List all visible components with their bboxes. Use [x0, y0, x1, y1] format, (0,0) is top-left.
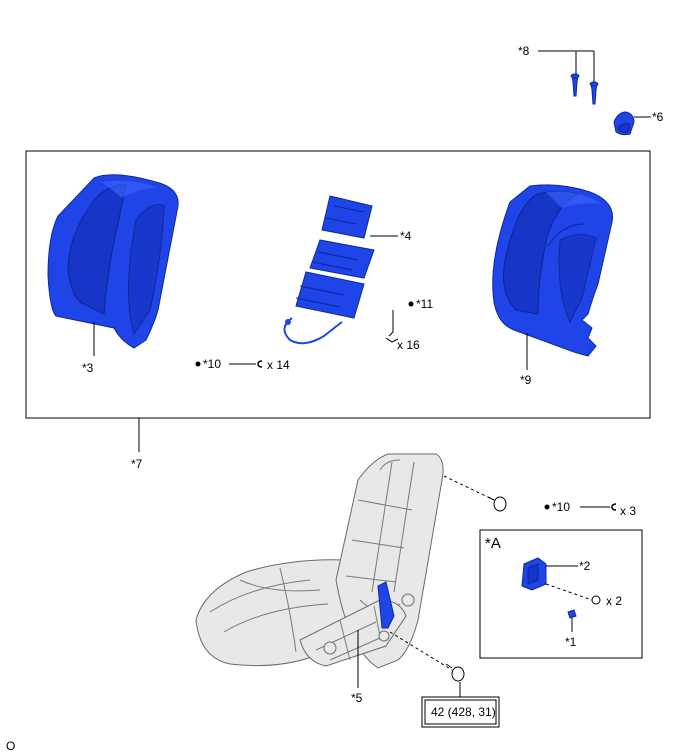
label-p9: *9 — [520, 373, 532, 387]
clip-icon-2 — [611, 503, 617, 511]
clip-dot — [195, 361, 201, 367]
label-p7: *7 — [131, 457, 143, 471]
inset-screw — [591, 595, 601, 605]
torque-value: 42 (428, 31) — [431, 705, 496, 719]
inset-small-part — [567, 609, 577, 619]
clip-icon — [257, 360, 263, 368]
label-p5: *5 — [351, 691, 363, 705]
qty-hog-rings: x 16 — [397, 338, 420, 352]
inset-bracket-part — [521, 557, 547, 591]
seatback-pad — [492, 184, 614, 357]
qty-screws: x 2 — [606, 594, 622, 608]
inset-label: *A — [485, 535, 501, 552]
upper-bolt — [487, 496, 507, 512]
label-p10b: *10 — [552, 500, 570, 514]
label-p3: *3 — [82, 361, 94, 375]
qty-clips-14: x 14 — [267, 358, 290, 372]
qty-clips-3: x 3 — [620, 504, 636, 518]
label-p11: *11 — [416, 297, 433, 311]
cover-part — [613, 111, 635, 136]
label-p10a: *10 — [203, 357, 221, 371]
hog-ring-symbol — [385, 310, 399, 343]
hog-ring-dot — [408, 301, 414, 307]
dashed-leader-lower-bolt — [389, 631, 453, 671]
dashed-leader-upper-bolt — [443, 475, 495, 501]
label-p6: *6 — [652, 110, 664, 124]
inset-box — [479, 529, 643, 659]
seat-heater — [283, 195, 375, 345]
seat-frame-assembly — [195, 453, 444, 669]
lower-bolt — [445, 663, 465, 682]
inset-dashed-screw — [545, 583, 593, 601]
headrest-support-pins — [570, 73, 599, 105]
leader-p8 — [538, 50, 595, 82]
label-p4: *4 — [400, 229, 412, 243]
label-p2: *2 — [579, 559, 591, 573]
clip-dot-2 — [544, 504, 550, 510]
seatback-cover — [47, 174, 179, 349]
label-p8: *8 — [518, 44, 530, 58]
seatback-assembly-box — [25, 150, 651, 419]
label-p1: *1 — [565, 635, 577, 649]
corner-mark: O — [6, 739, 15, 753]
torque-box-inner — [424, 699, 497, 725]
